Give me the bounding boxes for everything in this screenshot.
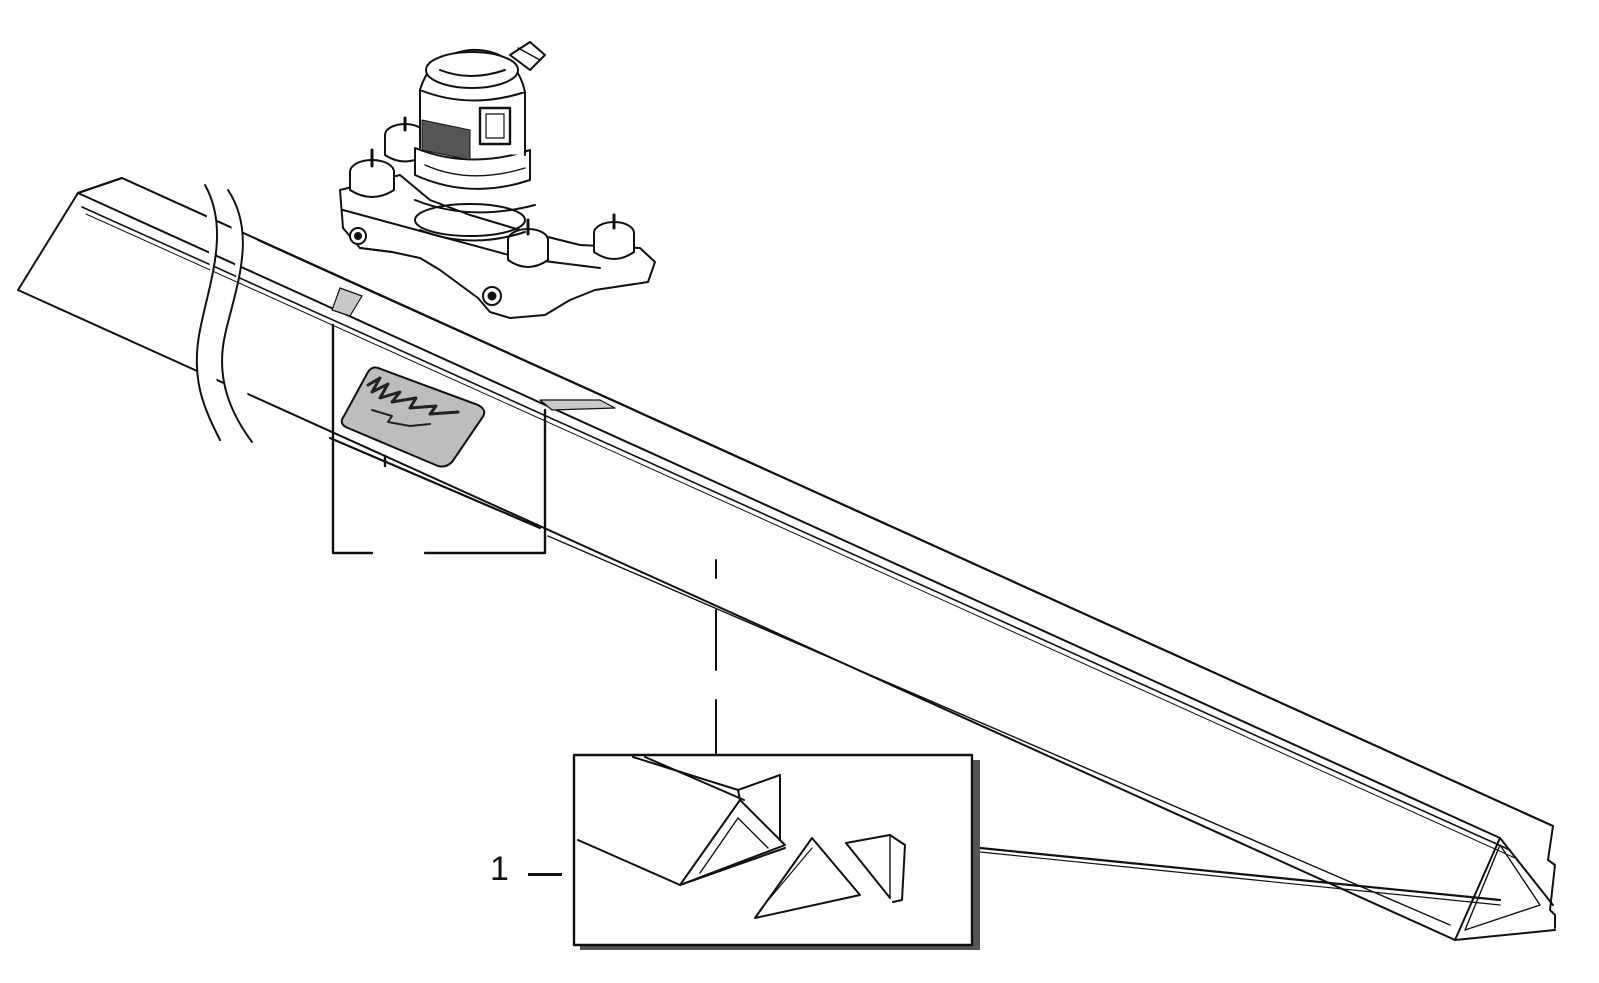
end-cap-icon — [577, 756, 906, 919]
break-lines — [195, 184, 253, 443]
milwaukee-logo-label-icon — [340, 366, 486, 468]
laser-level-unit-icon — [339, 41, 656, 319]
end-cap-detail-box — [572, 753, 980, 950]
label-detail-bracket — [331, 323, 547, 555]
label-seams — [331, 287, 616, 411]
callout-number-1: 1 — [490, 850, 509, 888]
callout-leader-1 — [528, 873, 562, 876]
